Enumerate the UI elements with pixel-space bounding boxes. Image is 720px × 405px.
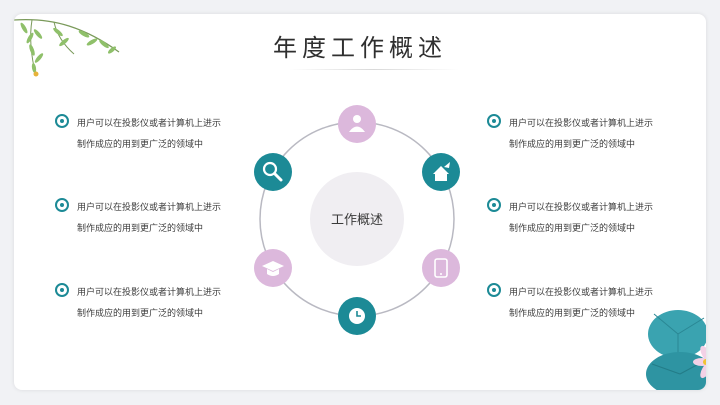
clock-icon [349, 308, 365, 324]
rocket-house-node [422, 153, 460, 191]
hub-center-label: 工作概述 [330, 212, 383, 227]
rocket-house-icon [433, 162, 450, 181]
bullet-icon [487, 283, 501, 297]
user-node [338, 105, 376, 143]
bullet-icon [487, 198, 501, 212]
hub-center-circle [310, 172, 404, 266]
left-item-text: 用户可以在投影仪或者计算机上进示制作成应的用到更广泛的领域中 [77, 202, 222, 233]
title-underline [289, 69, 459, 70]
lotus-leaf-decoration [646, 310, 706, 390]
graduation-cap-icon [262, 261, 284, 276]
phone-node [422, 249, 460, 287]
willow-branch-decoration [14, 19, 120, 77]
clock-node [338, 297, 376, 335]
search-node [254, 153, 292, 191]
right-item-text: 用户可以在投影仪或者计算机上进示制作成应的用到更广泛的领域中 [509, 202, 654, 233]
bullet-icon [55, 198, 69, 212]
right-item-text: 用户可以在投影仪或者计算机上进示制作成应的用到更广泛的领域中 [509, 118, 654, 149]
left-item-text: 用户可以在投影仪或者计算机上进示制作成应的用到更广泛的领域中 [77, 118, 222, 149]
right-item-text: 用户可以在投影仪或者计算机上进示制作成应的用到更广泛的领域中 [509, 287, 654, 318]
page-title: 年度工作概述 [273, 34, 447, 62]
graduation-node [254, 249, 292, 287]
bullet-icon [487, 114, 501, 128]
bullet-icon [55, 114, 69, 128]
phone-icon [434, 258, 448, 278]
search-icon [262, 161, 283, 182]
bullet-icon [55, 283, 69, 297]
user-icon [349, 115, 365, 132]
left-item-text: 用户可以在投影仪或者计算机上进示制作成应的用到更广泛的领域中 [77, 287, 222, 318]
